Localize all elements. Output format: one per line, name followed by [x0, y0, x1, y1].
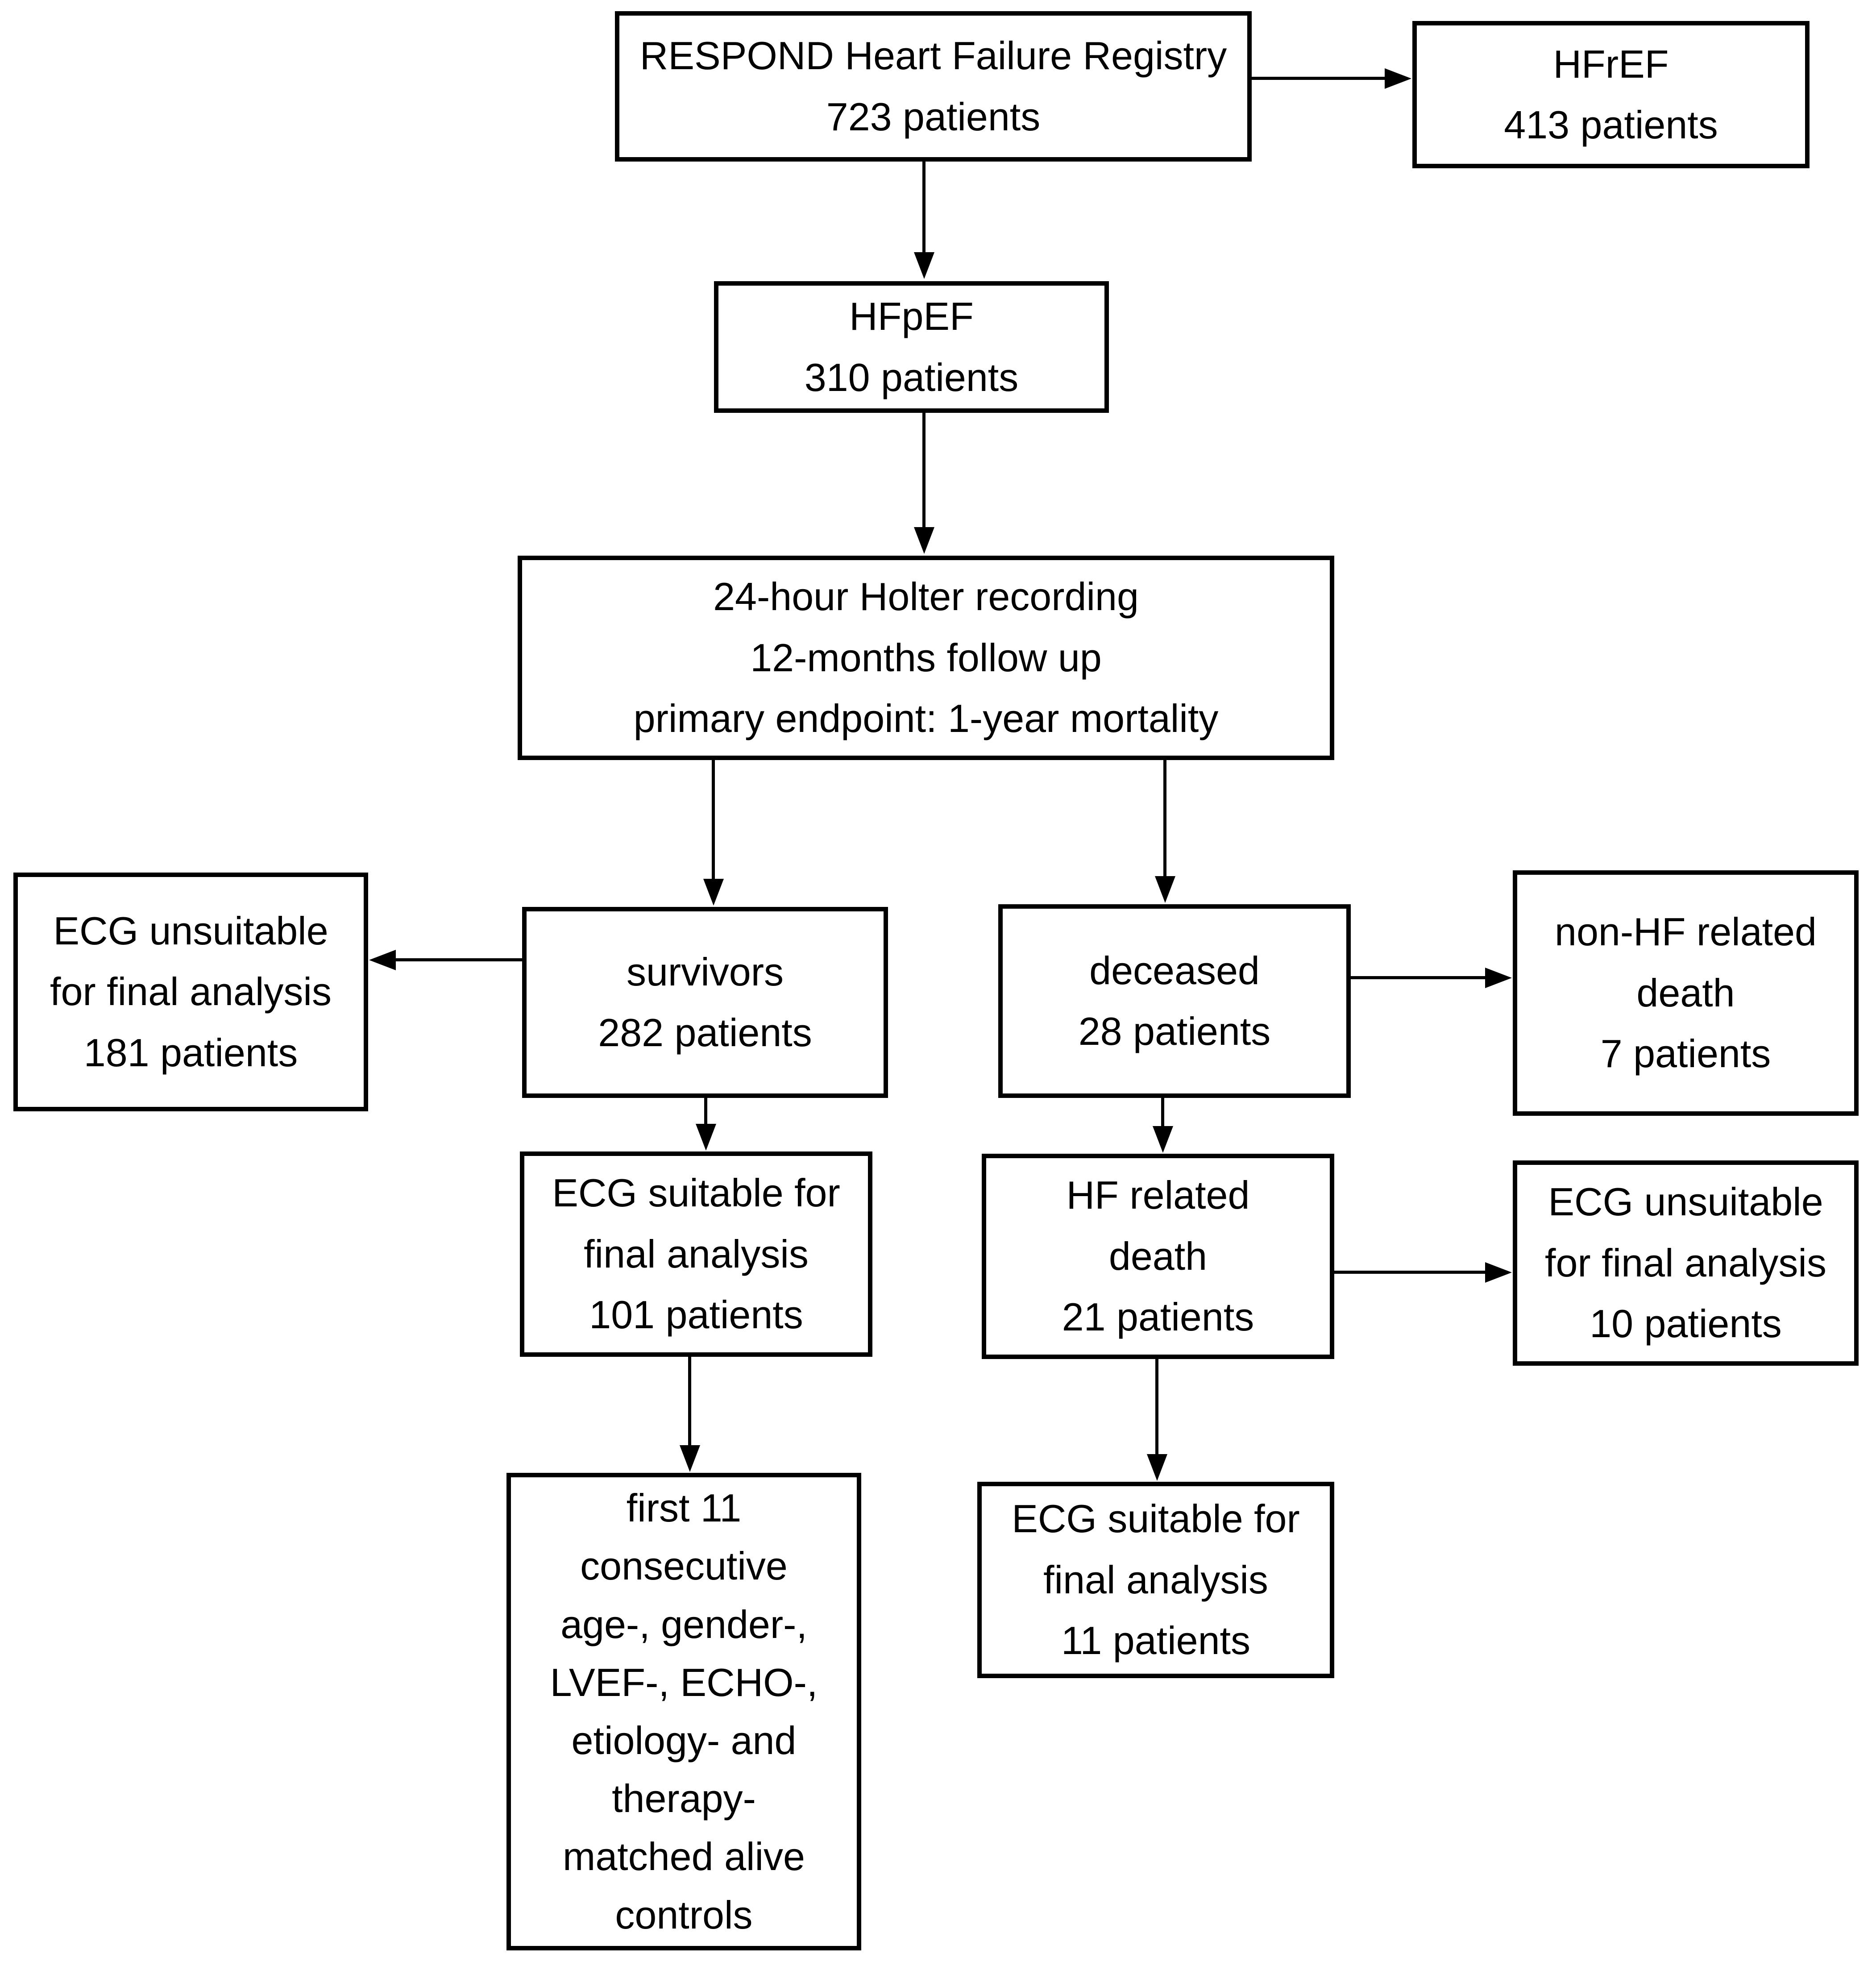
node-hfref: HFrEF 413 patients	[1412, 21, 1810, 168]
node-text-line: 413 patients	[1504, 103, 1718, 147]
node-text-line: final analysis	[584, 1231, 809, 1276]
node-text-line: for final analysis	[50, 969, 332, 1014]
arrow-survivors-to-ecg-unsuitable-181	[395, 958, 522, 961]
node-text-line: 28 patients	[1078, 1009, 1271, 1053]
arrow-survivors-to-ecg-suitable-101	[704, 1098, 707, 1125]
arrow-holter-to-deceased	[1163, 760, 1166, 877]
arrow-respond-to-hfref	[1252, 77, 1386, 80]
arrow-respond-to-hfpef	[922, 162, 926, 253]
node-hfpef: HFpEF 310 patients	[714, 281, 1109, 413]
node-text-line: ECG unsuitable	[1548, 1180, 1823, 1224]
node-text-line: ECG suitable for	[552, 1171, 840, 1215]
node-text-line: HF related	[1066, 1173, 1250, 1218]
node-text-line: age-, gender-,	[560, 1602, 807, 1646]
node-text-line: RESPOND Heart Failure Registry	[639, 33, 1227, 78]
node-text-line: 181 patients	[83, 1030, 298, 1075]
arrow-holter-to-survivors	[712, 760, 715, 880]
node-text-line: LVEF-, ECHO-,	[550, 1660, 818, 1704]
node-text-line: matched alive	[563, 1834, 805, 1879]
node-text-line: ECG unsuitable	[53, 908, 328, 953]
node-text-line: 11 patients	[1061, 1618, 1250, 1663]
node-deceased: deceased 28 patients	[998, 904, 1351, 1098]
node-text-line: 282 patients	[598, 1010, 812, 1055]
node-text-line: consecutive	[580, 1544, 788, 1588]
node-text-line: etiology- and	[571, 1718, 797, 1762]
node-text-line: 101 patients	[589, 1293, 803, 1337]
node-ecg-suitable-11: ECG suitable for final analysis 11 patie…	[977, 1482, 1334, 1678]
arrow-ecg-suitable-101-to-controls	[688, 1357, 691, 1446]
node-text-line: 12-months follow up	[750, 635, 1102, 680]
node-respond-registry: RESPOND Heart Failure Registry 723 patie…	[615, 11, 1252, 162]
node-text-line: primary endpoint: 1-year mortality	[633, 696, 1219, 741]
node-text-line: controls	[615, 1892, 753, 1937]
node-text-line: 723 patients	[826, 94, 1041, 139]
node-ecg-unsuitable-181: ECG unsuitable for final analysis 181 pa…	[13, 873, 368, 1111]
node-text-line: ECG suitable for	[1012, 1496, 1300, 1541]
node-holter: 24-hour Holter recording 12-months follo…	[518, 556, 1334, 760]
node-text-line: for final analysis	[1545, 1240, 1826, 1285]
arrow-hfpef-to-holter	[922, 413, 926, 528]
node-text-line: 310 patients	[804, 355, 1019, 399]
node-hf-death: HF related death 21 patients	[982, 1154, 1334, 1359]
node-text-line: 7 patients	[1600, 1031, 1771, 1076]
node-ecg-suitable-101: ECG suitable for final analysis 101 pati…	[520, 1151, 872, 1357]
node-text-line: survivors	[626, 949, 784, 994]
arrow-hf-death-to-ecg-suitable-11	[1155, 1359, 1158, 1455]
node-non-hf-death: non-HF related death 7 patients	[1513, 870, 1859, 1116]
node-text-line: HFrEF	[1553, 42, 1669, 86]
node-text-line: non-HF related	[1555, 910, 1817, 954]
node-text-line: death	[1108, 1234, 1208, 1278]
node-text-line: 10 patients	[1590, 1301, 1782, 1346]
arrow-hf-death-to-ecg-unsuitable-10	[1334, 1271, 1486, 1274]
node-text-line: first 11	[626, 1486, 742, 1530]
node-text-line: HFpEF	[849, 294, 974, 339]
node-text-line: 21 patients	[1062, 1295, 1254, 1339]
node-survivors: survivors 282 patients	[522, 907, 888, 1098]
node-ecg-unsuitable-10: ECG unsuitable for final analysis 10 pat…	[1513, 1160, 1859, 1366]
arrow-deceased-to-non-hf-death	[1351, 976, 1486, 979]
node-text-line: death	[1636, 970, 1735, 1015]
arrow-deceased-to-hf-death	[1161, 1098, 1164, 1127]
node-text-line: deceased	[1089, 948, 1260, 993]
node-text-line: therapy-	[612, 1776, 756, 1821]
node-text-line: 24-hour Holter recording	[713, 574, 1139, 619]
node-matched-controls: first 11 consecutive age-, gender-, LVEF…	[506, 1473, 861, 1950]
node-text-line: final analysis	[1043, 1557, 1268, 1602]
